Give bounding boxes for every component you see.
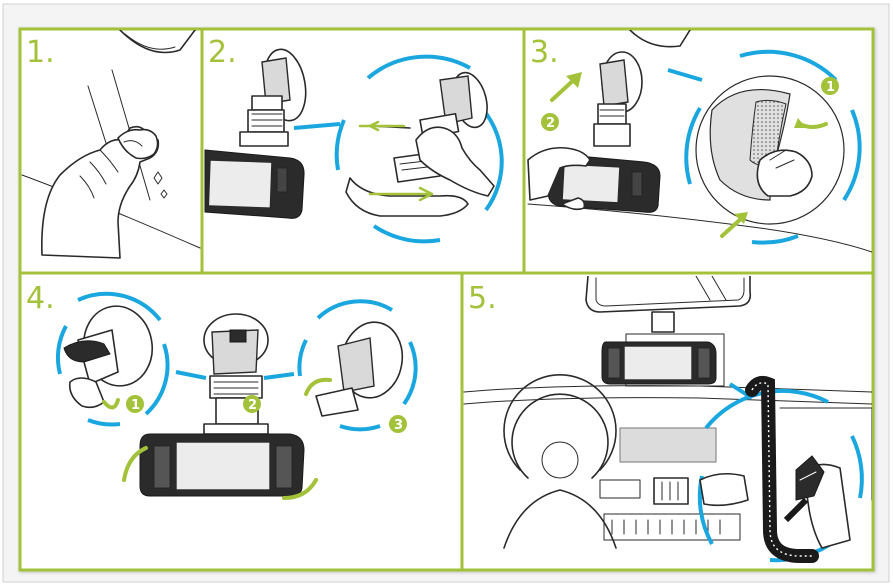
step-4-label: 4. [26, 281, 55, 316]
dashcam-with-mount-icon: 2 [122, 313, 318, 500]
dashcam-mounted-icon [527, 51, 661, 213]
alignment-bar [175, 370, 207, 380]
badge-1-text: 1 [826, 80, 835, 95]
step-5-label: 5. [468, 281, 497, 316]
car-interior [463, 374, 872, 549]
hand-wiping-icon [41, 125, 160, 259]
badge-1-text: 1 [131, 398, 140, 413]
hand-icon [699, 472, 749, 507]
rotate-arrow [304, 377, 332, 396]
badge-3-text: 3 [394, 418, 403, 433]
panel-4: 4. 1 [26, 281, 418, 500]
cloth-icon [117, 128, 159, 160]
badge-3 [389, 415, 407, 433]
badge-1 [126, 395, 144, 413]
mirror-corner [629, 30, 691, 48]
badge-2-text: 2 [546, 116, 555, 131]
step-3-label: 3. [530, 35, 559, 70]
zoom-detail: 1 [684, 49, 862, 245]
dashcam-mounted-icon [601, 311, 725, 387]
steering-wheel-icon [503, 374, 617, 471]
rear-view-mirror-icon [585, 276, 752, 313]
badge-1 [821, 77, 839, 95]
panel-3: 3. 2 [527, 30, 872, 253]
suction-mount-icon [239, 48, 307, 147]
step-2-label: 2. [208, 35, 237, 70]
panel-5: 5. [463, 276, 872, 563]
zoom-detail [334, 54, 504, 244]
panel-2: 2. [204, 35, 504, 244]
alignment-bar [263, 372, 295, 380]
sparkle-icon [153, 171, 163, 185]
alignment-bar [667, 68, 703, 82]
mirror-corner [119, 30, 196, 54]
angle-adjust-detail: 3 [297, 299, 418, 433]
air-vent-icon [653, 477, 689, 505]
lock-lever-detail: 1 [55, 291, 170, 427]
alignment-bar [293, 122, 341, 130]
rotate-arrow [102, 398, 120, 410]
dashboard-edge [527, 203, 872, 253]
sparkle-icon [160, 189, 168, 199]
panel-1: 1. [21, 30, 201, 259]
step-1-label: 1. [26, 35, 55, 70]
dashcam-icon [204, 149, 305, 219]
tilt-arrow [122, 446, 148, 482]
badge-2 [243, 395, 261, 413]
badge-2-text: 2 [248, 398, 257, 413]
center-display [619, 427, 717, 463]
badge-2 [541, 113, 559, 131]
power-cable-detail [697, 375, 864, 563]
car-charger-plug-icon [795, 455, 825, 501]
tilt-arrow [282, 478, 318, 500]
